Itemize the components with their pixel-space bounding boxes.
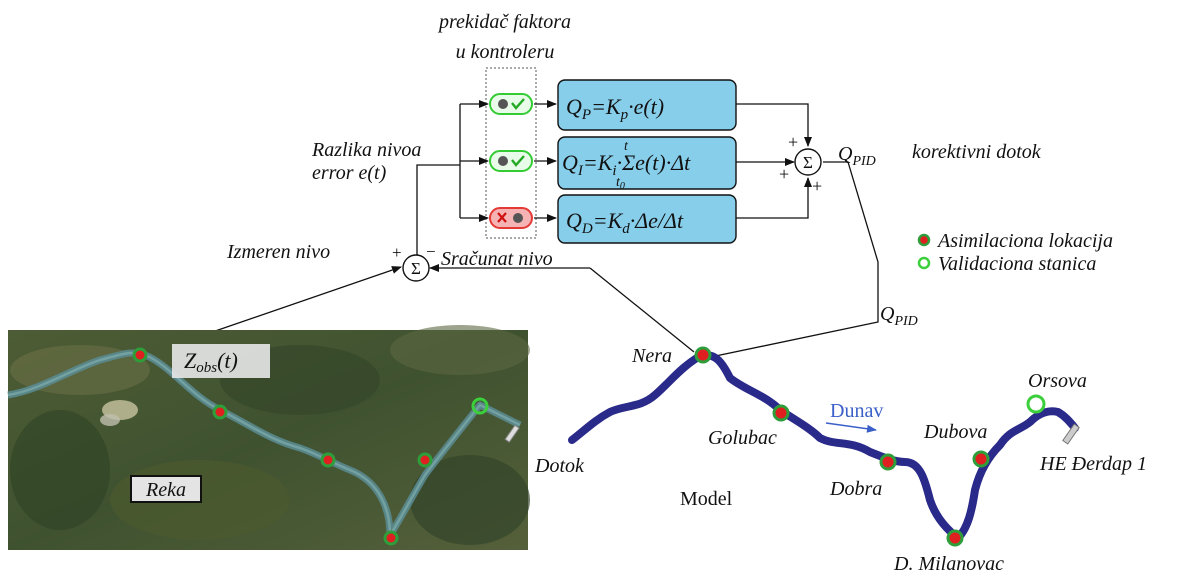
place-djerdap: HE Đerdap 1 xyxy=(1039,453,1147,475)
plus-sign-i: + xyxy=(779,164,789,184)
check-icon xyxy=(511,98,525,110)
korektivni-dotok-label: korektivni dotok xyxy=(912,141,1042,163)
plus-sign-p: + xyxy=(788,132,798,152)
place-dubova: Dubova xyxy=(923,421,987,443)
minus-sign-computed: − xyxy=(426,242,436,261)
zobs-label-box xyxy=(172,344,270,378)
map-assimilation-point xyxy=(383,530,399,546)
place-dobra: Dobra xyxy=(829,478,882,500)
model-river: Dunav xyxy=(568,346,1080,547)
switch-title-line2: u kontroleru xyxy=(456,41,555,63)
map-assimilation-point xyxy=(417,452,433,468)
model-point-dobra xyxy=(879,453,897,471)
legend: Asimilaciona lokacija Validaciona stanic… xyxy=(917,230,1113,275)
d-term-box: QD=Kd·Δe/Δt xyxy=(557,194,737,244)
dam-icon xyxy=(504,424,520,443)
place-orsova: Orsova xyxy=(1028,370,1087,392)
validation-marker-icon xyxy=(917,256,931,270)
plus-sign-measured: + xyxy=(392,243,402,262)
error-summing-junction: Σ xyxy=(402,254,430,282)
p-term-formula: QP=Kp·e(t) xyxy=(566,94,664,123)
model-point-nera xyxy=(694,346,712,364)
p-switch-toggle[interactable] xyxy=(489,93,533,115)
reka-label: Reka xyxy=(145,479,186,501)
check-icon xyxy=(511,155,525,167)
place-nera: Nera xyxy=(631,345,672,367)
measured-level-label: Izmeren nivo xyxy=(226,241,330,263)
switch-title-line1: prekidač faktora xyxy=(437,11,571,33)
satellite-map: Zobs(t) Reka xyxy=(7,325,530,550)
computed-level-label: Sračunat nivo xyxy=(441,248,553,270)
place-milanovac: D. Milanovac xyxy=(893,553,1004,575)
d-term-formula: QD=Kd·Δe/Δt xyxy=(566,208,684,237)
legend-assimilation: Asimilaciona lokacija xyxy=(936,230,1113,252)
p-term-box: QP=Kp·e(t) xyxy=(557,79,737,131)
controller-wiring xyxy=(159,100,879,361)
i-term-box: QI=Ki·Σe(t)·Δt t t0 xyxy=(557,136,737,192)
map-assimilation-point xyxy=(132,347,148,363)
model-point-milanovac xyxy=(946,529,964,547)
model-point-golubac xyxy=(772,404,790,422)
place-golubac: Golubac xyxy=(708,427,777,449)
flow-direction-arrow xyxy=(825,422,877,433)
q-pid-model-label: QPID xyxy=(880,303,918,329)
i-term-formula: QI=Ki·Σe(t)·Δt xyxy=(562,150,691,179)
model-point-dubova xyxy=(972,450,990,468)
map-assimilation-point xyxy=(320,452,336,468)
map-assimilation-point xyxy=(212,404,228,420)
svg-text:Σ: Σ xyxy=(411,259,421,278)
reka-label-box xyxy=(130,475,202,503)
dunav-label: Dunav xyxy=(830,400,883,422)
legend-validation: Validaciona stanica xyxy=(938,253,1096,275)
assimilation-marker-icon xyxy=(917,233,931,247)
i-switch-toggle[interactable] xyxy=(489,150,533,172)
pid-summing-junction: Σ xyxy=(794,148,822,176)
model-dam-icon xyxy=(1062,423,1080,445)
map-validation-point xyxy=(471,397,489,415)
error-label-line2: error e(t) xyxy=(312,162,387,184)
i-term-upper-limit: t xyxy=(624,139,629,154)
model-label: Model xyxy=(680,488,733,510)
i-term-lower-limit: t0 xyxy=(616,175,625,192)
error-label-line1: Razlika nivoa xyxy=(311,139,421,161)
d-switch-toggle[interactable] xyxy=(489,207,533,229)
zobs-label: Zobs(t) xyxy=(184,348,238,376)
plus-sign-d: + xyxy=(812,176,822,196)
svg-text:Σ: Σ xyxy=(803,153,813,172)
q-pid-label: QPID xyxy=(838,143,876,169)
cross-icon xyxy=(497,212,507,223)
model-point-orsova xyxy=(1026,394,1046,414)
place-dotok: Dotok xyxy=(534,455,585,477)
switch-frame xyxy=(485,67,537,239)
